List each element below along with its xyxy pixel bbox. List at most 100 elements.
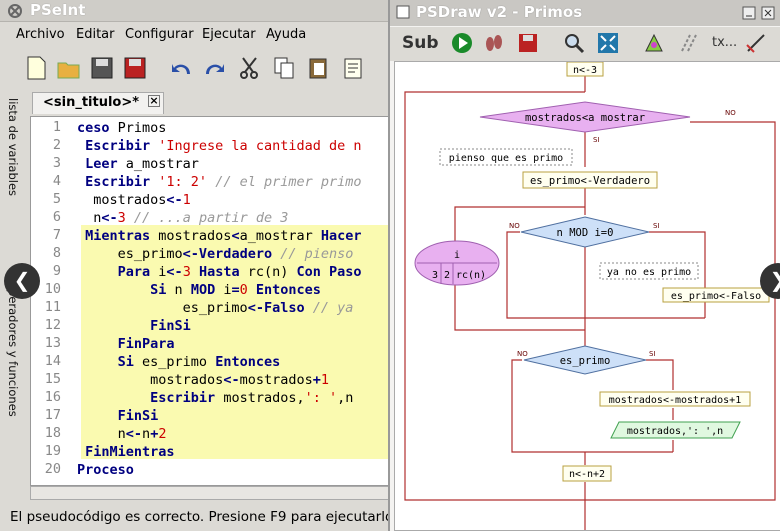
code-line[interactable]: Proceso — [77, 461, 134, 479]
tab-sin-titulo[interactable]: <sin_titulo>* × — [32, 92, 164, 114]
code-token: mostrados, — [223, 390, 305, 406]
code-token: <-Verdadero — [182, 246, 281, 262]
menu-ejecutar[interactable]: Ejecutar — [202, 27, 256, 42]
code-token: 1 — [320, 372, 330, 388]
copy-icon[interactable] — [270, 54, 298, 82]
code-line[interactable]: Si n MOD i=0 Entonces — [77, 281, 321, 299]
n-inc-node[interactable]: n<-n+2 — [569, 469, 605, 480]
save-icon[interactable] — [88, 54, 116, 82]
redo-icon[interactable] — [200, 54, 228, 82]
if-mod-condition-node[interactable]: n MOD i=0 — [557, 227, 614, 239]
menu-editar[interactable]: Editar — [76, 27, 115, 42]
code-line[interactable]: Escribir mostrados,': ',n — [77, 389, 353, 407]
code-token: n — [174, 282, 191, 298]
next-image-button[interactable]: ❯ — [760, 263, 780, 299]
operators-functions-tab[interactable]: operadores y funciones — [6, 282, 20, 417]
line-number: 2 — [52, 137, 61, 153]
open-folder-icon[interactable] — [55, 54, 83, 82]
new-file-icon[interactable] — [22, 54, 50, 82]
menu-ayuda[interactable]: Ayuda — [266, 27, 307, 42]
n-assign-node[interactable]: n<-3 — [573, 65, 597, 76]
code-line[interactable]: Escribir 'Ingrese la cantidad de n — [77, 137, 361, 155]
line-number: 7 — [52, 227, 61, 243]
output-node[interactable]: mostrados,': ',n — [627, 426, 723, 437]
sub-process-button[interactable]: Sub — [402, 33, 439, 53]
step-by-step-icon[interactable] — [482, 31, 506, 55]
code-token: Si — [77, 354, 143, 370]
variables-list-tab[interactable]: lista de variables — [6, 98, 20, 197]
code-line[interactable]: FinSi — [77, 317, 191, 335]
code-line[interactable]: n<-3 // ...a partir de 3 — [77, 209, 288, 227]
color-mode-icon[interactable] — [642, 31, 666, 55]
comment-node-2[interactable]: ya no es primo — [607, 267, 691, 278]
text-mode-button[interactable]: tx... — [712, 35, 738, 50]
code-line[interactable]: es_primo<-Verdadero // pienso — [77, 245, 354, 263]
if-es-primo-node[interactable]: es_primo — [560, 355, 611, 367]
window-title: PSeInt — [30, 1, 86, 19]
undo-icon[interactable] — [168, 54, 196, 82]
code-token: Escribir — [77, 390, 224, 406]
cut-icon[interactable] — [236, 54, 264, 82]
assign-true-node[interactable]: es_primo<-Verdadero — [530, 175, 650, 187]
horizontal-scrollbar[interactable] — [30, 486, 390, 500]
edit-diagram-icon[interactable] — [744, 31, 768, 55]
code-line[interactable]: es_primo<-Falso // ya — [77, 299, 354, 317]
code-line[interactable]: FinSi — [77, 407, 159, 425]
yes-label-2: SI — [653, 222, 660, 230]
for-loop-var[interactable]: i — [454, 250, 460, 261]
code-token: + — [312, 372, 321, 388]
flowchart-canvas[interactable]: n<-3 mostrados<a mostrar NO SI pienso qu… — [394, 61, 780, 531]
line-number: 15 — [44, 371, 61, 387]
fit-view-icon[interactable] — [596, 31, 620, 55]
code-editor[interactable]: 1 ceso Primos 2 Escribir 'Ingrese la canti… — [30, 116, 391, 486]
code-line[interactable]: ceso Primos — [77, 119, 166, 137]
code-token: <- — [166, 264, 183, 280]
line-number: 18 — [44, 425, 61, 441]
code-line[interactable]: Para i<-3 Hasta rc(n) Con Paso — [77, 263, 362, 281]
code-line[interactable]: FinMientras — [77, 443, 174, 461]
play-icon[interactable] — [450, 31, 474, 55]
while-condition-node[interactable]: mostrados<a mostrar — [525, 112, 645, 124]
code-token: 3 — [182, 264, 199, 280]
line-number: 8 — [52, 245, 61, 261]
code-line[interactable]: FinPara — [77, 335, 175, 353]
for-loop-step[interactable]: 2 — [444, 270, 450, 281]
close-icon[interactable] — [761, 6, 775, 20]
code-line[interactable]: Si es_primo Entonces — [77, 353, 281, 371]
comment-node-1[interactable]: pienso que es primo — [449, 153, 563, 164]
window-menu-icon[interactable] — [396, 5, 410, 19]
code-token: // ...a partir de 3 — [133, 210, 289, 226]
menu-archivo[interactable]: Archivo — [16, 27, 65, 42]
menu-bar: Archivo Editar Configurar Ejecutar Ayuda — [0, 23, 390, 47]
flowchart: n<-3 mostrados<a mostrar NO SI pienso qu… — [404, 62, 776, 530]
edit-notes-icon[interactable] — [340, 54, 368, 82]
code-token: a_mostrar — [125, 156, 199, 172]
code-line[interactable]: mostrados<-mostrados+1 — [77, 371, 329, 389]
code-token: i — [158, 264, 167, 280]
code-token: Proceso — [77, 462, 134, 478]
menu-configurar[interactable]: Configurar — [125, 27, 194, 42]
zoom-icon[interactable] — [562, 31, 586, 55]
code-line[interactable]: mostrados<-1 — [77, 191, 191, 209]
line-number: 12 — [44, 317, 61, 333]
code-token: Escribir — [77, 174, 159, 190]
comments-toggle-icon[interactable] — [678, 31, 702, 55]
close-tab-icon[interactable]: × — [148, 94, 160, 107]
code-line[interactable]: Escribir '1: 2' // el primer primo — [77, 173, 361, 191]
code-token: Mientras — [77, 228, 159, 244]
prev-image-button[interactable]: ❮ — [4, 263, 40, 299]
save-diagram-icon[interactable] — [516, 31, 540, 55]
code-line[interactable]: Leer a_mostrar — [77, 155, 199, 173]
yes-label-3: SI — [649, 350, 656, 358]
assign-false-node[interactable]: es_primo<-Falso — [671, 291, 761, 302]
paste-icon[interactable] — [305, 54, 333, 82]
for-loop-to[interactable]: rc(n) — [456, 270, 486, 281]
code-line[interactable]: n<-n+2 — [77, 425, 167, 443]
minimize-icon[interactable] — [742, 6, 756, 20]
assign-inc-node[interactable]: mostrados<-mostrados+1 — [609, 395, 741, 406]
code-token: 'Ingrese la cantidad de n — [158, 138, 362, 154]
code-line[interactable]: Mientras mostrados<a_mostrar Hacer — [77, 227, 361, 245]
code-token: rc(n) — [247, 264, 297, 280]
save-as-icon[interactable] — [121, 54, 149, 82]
for-loop-from[interactable]: 3 — [432, 270, 438, 281]
